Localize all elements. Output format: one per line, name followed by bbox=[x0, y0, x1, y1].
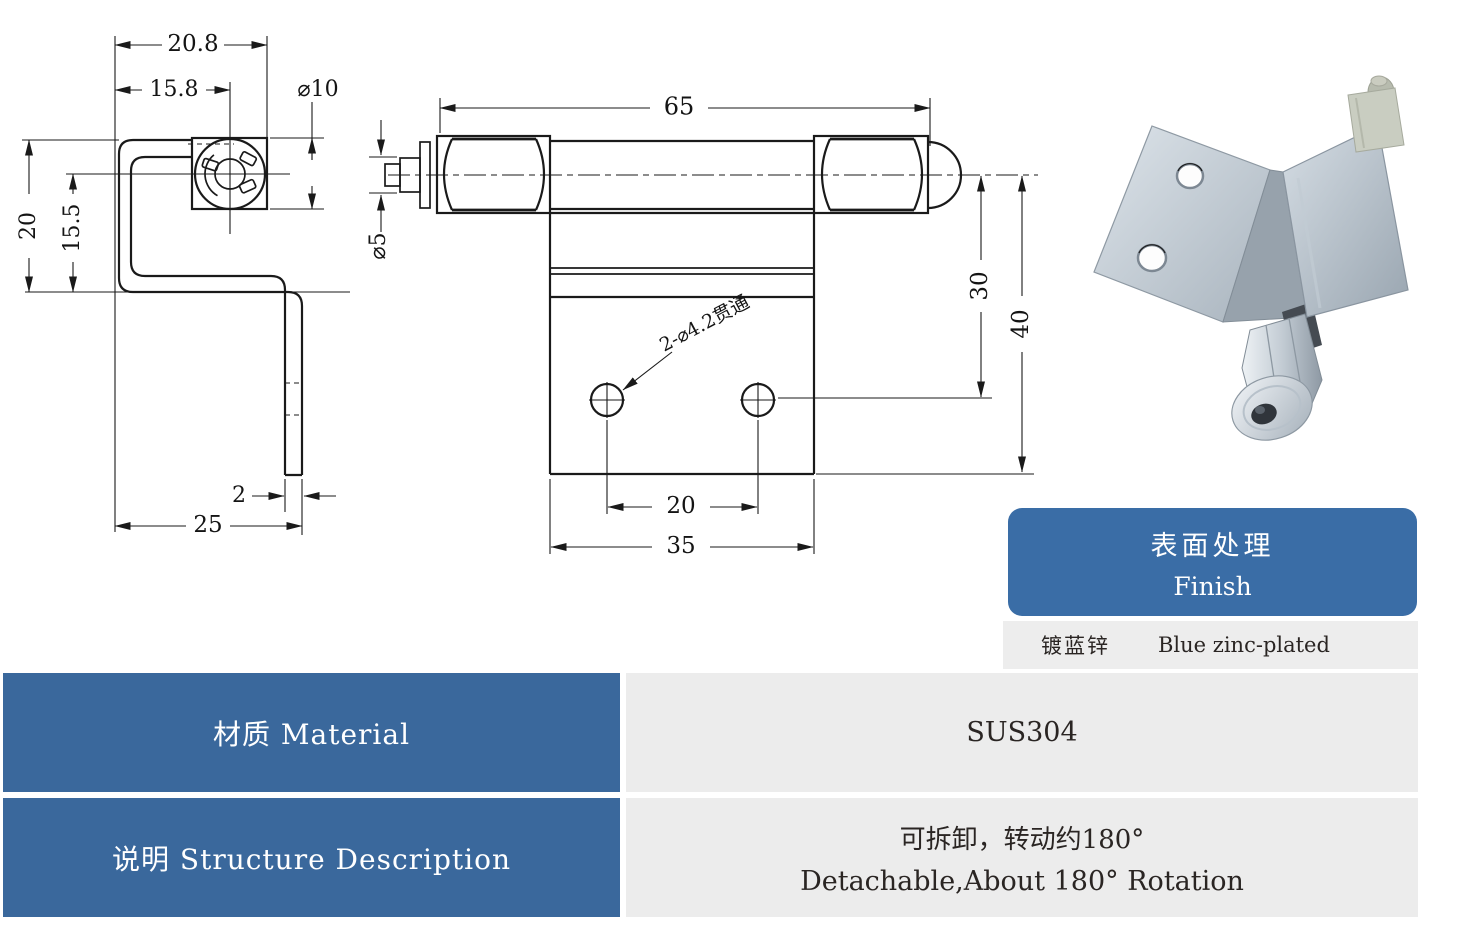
product-photo bbox=[1093, 75, 1409, 441]
dim-label-height-total: 20 bbox=[16, 212, 41, 240]
front-view: 65 ⌀5 2-⌀4.2贯通 20 35 30 40 bbox=[366, 93, 1038, 559]
description-value-zh: 可拆卸，转动约180° bbox=[899, 824, 1145, 855]
dim-label-height-total: 40 bbox=[1008, 309, 1034, 338]
dim-label-height-inner: 15.5 bbox=[60, 204, 85, 253]
spec-row-material-value: SUS304 bbox=[626, 673, 1418, 792]
spec-row-description-label: 说明 Structure Description bbox=[3, 798, 620, 917]
finish-value-en: Blue zinc-plated bbox=[1158, 633, 1330, 657]
dim-label-thickness: 2 bbox=[232, 483, 246, 508]
finish-header: 表面处理 Finish bbox=[1008, 508, 1417, 616]
finish-title-en: Finish bbox=[1173, 571, 1252, 601]
side-view: 20.8 15.8 ⌀10 20 15.5 2 25 bbox=[16, 31, 350, 538]
dimension-drawing: 20.8 15.8 ⌀10 20 15.5 2 25 bbox=[16, 31, 1038, 559]
dim-label-pin-length: 65 bbox=[664, 93, 695, 121]
hole-callout-label: 2-⌀4.2贯通 bbox=[656, 291, 753, 357]
material-label-text: 材质 Material bbox=[212, 717, 411, 751]
photo-channel bbox=[1282, 125, 1409, 318]
photo-hole-top bbox=[1175, 162, 1205, 190]
dim-label-pin-diameter: ⌀5 bbox=[366, 232, 391, 259]
dim-label-depth: 25 bbox=[193, 512, 222, 538]
photo-top-hex bbox=[1347, 87, 1405, 153]
dim-label-plate-width: 35 bbox=[666, 533, 695, 559]
finish-value-zh: 镀蓝锌 bbox=[1041, 634, 1110, 658]
dim-label-hole-spacing: 20 bbox=[666, 493, 695, 519]
dim-label-width-inner: 15.8 bbox=[150, 77, 199, 102]
description-label-text: 说明 Structure Description bbox=[111, 842, 511, 876]
spec-row-material-label: 材质 Material bbox=[3, 673, 620, 792]
material-value-text: SUS304 bbox=[966, 717, 1078, 748]
finish-title-zh: 表面处理 bbox=[1150, 530, 1275, 562]
spec-row-description-value: 可拆卸，转动约180° Detachable,About 180° Rotati… bbox=[626, 798, 1418, 917]
description-value-en: Detachable,About 180° Rotation bbox=[800, 865, 1244, 897]
dim-label-hole-offset: 30 bbox=[967, 271, 993, 300]
finish-value-row: 镀蓝锌 Blue zinc-plated bbox=[1003, 621, 1418, 669]
dim-label-width-top: 20.8 bbox=[167, 31, 218, 57]
dim-label-knob-diameter: ⌀10 bbox=[297, 77, 338, 102]
